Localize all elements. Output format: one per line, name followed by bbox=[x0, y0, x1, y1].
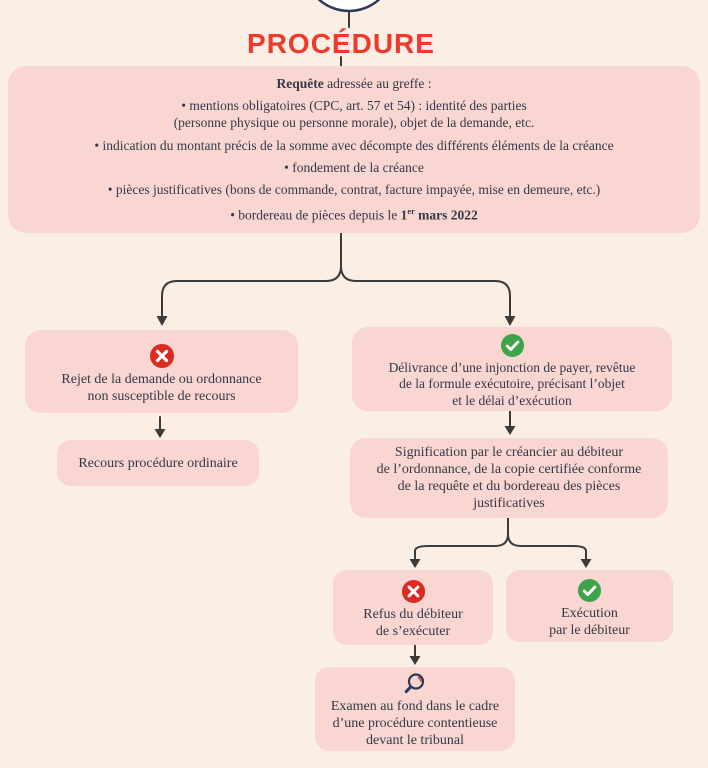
arrowhead bbox=[409, 559, 421, 568]
connector-main-to-rejet bbox=[161, 232, 342, 317]
node-line: devant le tribunal bbox=[366, 732, 464, 748]
requete-heading-bold: Requête bbox=[276, 76, 324, 92]
node-line: Refus du débiteur bbox=[363, 607, 463, 622]
bullet-bordereau-num: 1 bbox=[400, 207, 408, 223]
bullet-bordereau-sup: er bbox=[407, 207, 415, 217]
bullet-mentions-line2: (personne physique ou personne morale), … bbox=[173, 115, 535, 131]
connector-main-to-delivrance bbox=[340, 265, 511, 317]
recours-node: Recours procédure ordinaire bbox=[57, 440, 259, 486]
requete-box: Requête adressée au greffe : • mentions … bbox=[8, 66, 700, 233]
connector-signification-to-refus bbox=[414, 517, 509, 560]
bullet-bordereau: • bordereau de pièces depuis le 1er mars… bbox=[230, 203, 478, 224]
signification-node: Signification par le créancier au débite… bbox=[350, 438, 668, 518]
node-line: de l’ordonnance, de la copie certifiée c… bbox=[376, 462, 642, 477]
node-line: de la formule exécutoire, précisant l’ob… bbox=[399, 376, 625, 392]
delivrance-node: Délivrance d’une injonction de payer, re… bbox=[352, 327, 672, 411]
node-line: Recours procédure ordinaire bbox=[78, 455, 238, 471]
check-circle-icon bbox=[577, 578, 602, 603]
arrowhead bbox=[504, 426, 516, 435]
arrowhead bbox=[409, 656, 421, 665]
node-line: Délivrance d’une injonction de payer, re… bbox=[388, 359, 636, 375]
bullet-bordereau-pre: • bordereau de pièces depuis le bbox=[230, 207, 401, 223]
node-line: de la requête et du bordereau des pièces bbox=[397, 479, 621, 494]
node-line: Exécution bbox=[561, 605, 618, 621]
bullet-indication: • indication du montant précis de la som… bbox=[94, 137, 614, 153]
execution-node: Exécution par le débiteur bbox=[506, 570, 673, 642]
cross-circle-icon bbox=[401, 579, 426, 604]
node-line: par le débiteur bbox=[549, 622, 630, 638]
node-line: d’une procédure contentieuse bbox=[332, 715, 498, 731]
bullet-mentions-line1: • mentions obligatoires (CPC, art. 57 et… bbox=[181, 98, 527, 114]
check-circle-icon bbox=[500, 333, 525, 358]
bullet-fondement: • fondement de la créance bbox=[284, 159, 424, 175]
node-line: justificatives bbox=[473, 496, 545, 511]
top-circle bbox=[317, 0, 381, 13]
node-line: Rejet de la demande ou ordonnance bbox=[61, 371, 262, 387]
requete-heading-rest: adressée au greffe : bbox=[323, 76, 432, 92]
magnifier-icon bbox=[403, 672, 427, 696]
node-line: non susceptible de recours bbox=[87, 388, 236, 404]
cross-circle-icon bbox=[149, 343, 175, 369]
refus-node: Refus du débiteur de s’exécuter bbox=[333, 570, 493, 645]
arrowhead bbox=[580, 559, 592, 568]
bullet-mentions: • mentions obligatoires (CPC, art. 57 et… bbox=[174, 97, 535, 131]
arrowhead bbox=[154, 429, 166, 438]
page-title: PROCÉDURE bbox=[247, 28, 435, 59]
node-line: de s’exécuter bbox=[375, 624, 451, 639]
arrowhead bbox=[156, 316, 168, 326]
arrowhead bbox=[504, 316, 516, 326]
node-line: Examen au fond dans le cadre bbox=[330, 698, 500, 714]
connector-signification-to-execution bbox=[507, 533, 587, 560]
rejet-node: Rejet de la demande ou ordonnance non su… bbox=[25, 330, 298, 413]
requete-heading: Requête adressée au greffe : bbox=[277, 75, 432, 92]
examen-node: Examen au fond dans le cadre d’une procé… bbox=[315, 667, 515, 751]
bullet-pieces: • pièces justificatives (bons de command… bbox=[107, 182, 601, 198]
bullet-bordereau-date: mars 2022 bbox=[414, 207, 478, 223]
node-line: et le délai d’exécution bbox=[452, 392, 572, 408]
node-line: Signification par le créancier au débite… bbox=[394, 445, 624, 460]
